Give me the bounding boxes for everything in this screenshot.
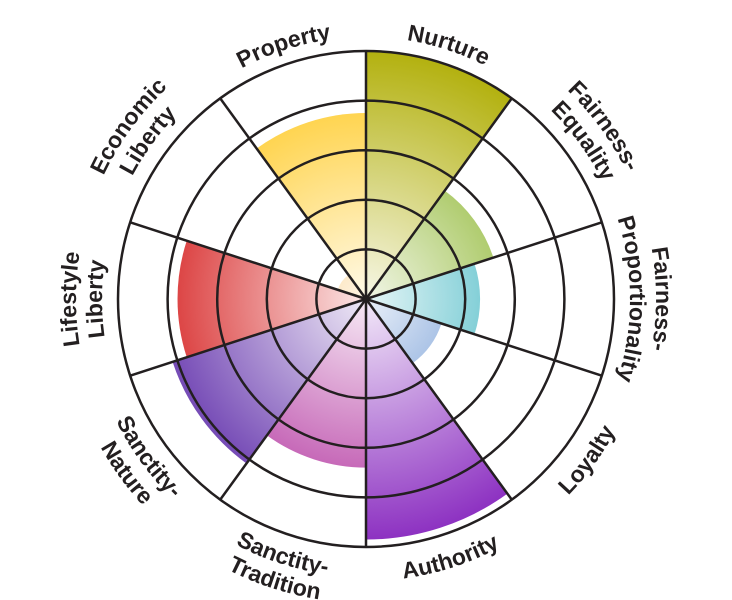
sector-economic-liberty [337, 274, 366, 299]
category-label: Liberty [81, 258, 110, 340]
grid-spoke [365, 221, 603, 301]
grid-spoke [129, 297, 367, 377]
center-dot [363, 296, 369, 302]
grid [116, 49, 616, 549]
category-label-line: Lifestyle [55, 250, 85, 349]
sector-property [256, 113, 366, 299]
grid-spoke [129, 221, 367, 301]
grid-spoke [219, 298, 368, 501]
category-label-line: Proportionality [613, 213, 651, 386]
sector-lifestyle-liberty [177, 240, 366, 358]
category-label: Lifestyle [55, 250, 85, 349]
category-label-line: Authority [400, 528, 503, 583]
grid-spoke [364, 97, 513, 300]
category-label-line: Liberty [81, 258, 110, 340]
sector-authority [366, 299, 508, 540]
grid-spoke [219, 97, 368, 300]
category-label: Proportionality [613, 213, 651, 386]
sector-fairness-proportionality [366, 263, 481, 335]
category-label-line: Loyalty [553, 420, 620, 499]
category-label-line: Fairness- [647, 245, 677, 353]
sectors [172, 51, 512, 540]
category-label: Authority [400, 528, 503, 583]
category-label: Fairness- [647, 245, 677, 353]
grid-spoke [365, 297, 603, 377]
category-label: Loyalty [553, 420, 620, 499]
sector-sanctity-nature [172, 299, 366, 464]
sector-fairness-equality [366, 190, 494, 299]
grid-spoke [364, 298, 513, 501]
sector-nurture [366, 51, 512, 299]
